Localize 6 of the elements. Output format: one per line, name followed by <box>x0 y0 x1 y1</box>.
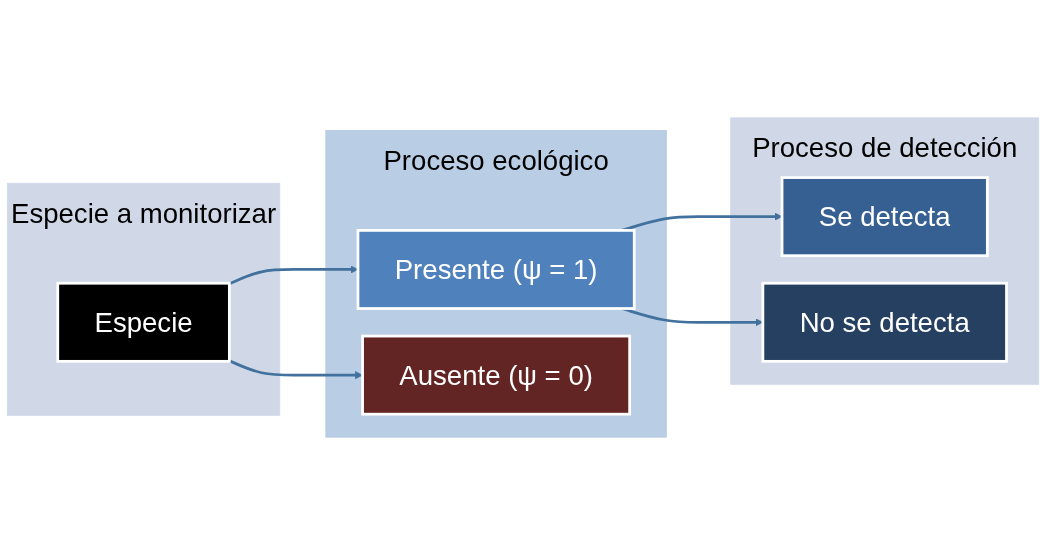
node-box: Especie <box>56 281 231 363</box>
node-box: Ausente (ψ = 0) <box>361 334 632 416</box>
node-box: Presente (ψ = 1) <box>356 229 636 310</box>
arrow <box>228 359 363 380</box>
node-box: No se detecta <box>761 281 1008 363</box>
node-box: Se detecta <box>780 176 989 258</box>
